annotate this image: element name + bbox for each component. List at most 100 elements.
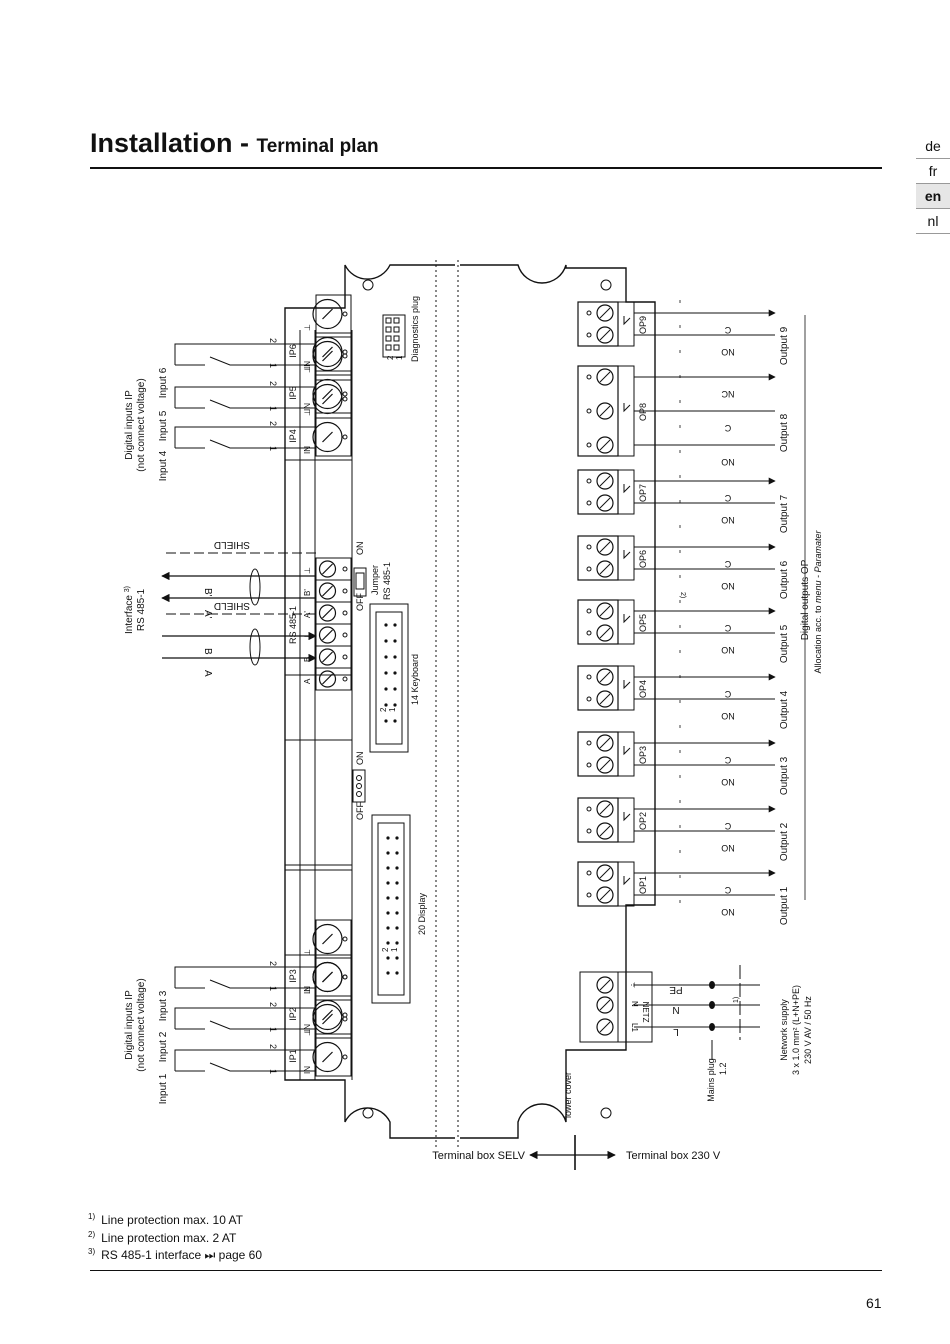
relay-screw-slot-9-0 <box>599 307 611 319</box>
output-label-3: Output 3 <box>779 756 790 795</box>
rs485-pin-2: B <box>303 657 312 662</box>
disp-pin <box>386 881 390 885</box>
kbd-pin-label-1: 1 <box>388 707 397 712</box>
rs485-pin-6: ⊥ <box>303 567 312 574</box>
relay-contact-label-8-1: C <box>724 423 731 433</box>
output-label-4: Output 4 <box>779 690 790 729</box>
terminal-box-230v: Terminal box 230 V <box>626 1150 721 1162</box>
rs485-shield-label-2: SHIELD <box>214 539 250 550</box>
relay-screw-3-1 <box>596 756 614 774</box>
input-pin2-3: 2 <box>268 961 278 966</box>
disp-pin <box>395 896 399 900</box>
keyboard-connector: 14 Keyboard <box>369 603 420 753</box>
rs485-terminal-6-hole <box>342 566 348 572</box>
diag-pin <box>385 326 392 333</box>
input-wire-a-4 <box>209 439 316 449</box>
disp-pin <box>386 836 390 840</box>
rs485-shield-loop-1 <box>249 628 261 666</box>
lang-tab-fr[interactable]: fr <box>916 159 950 184</box>
rs485-terminal-5-hole <box>342 588 348 594</box>
housing-selv-outline <box>284 264 455 1139</box>
relay-contact-1 <box>623 876 631 886</box>
keyboard-label: 14 Keyboard <box>410 654 420 705</box>
input-wire-a-2 <box>209 1020 316 1030</box>
diagnostics-label: Diagnostics plug <box>410 296 420 362</box>
output-label-6: Output 6 <box>779 560 790 599</box>
relay-screw-6-1 <box>596 560 614 578</box>
jumper2-off: OFF <box>355 802 365 820</box>
relay-hole-4-1 <box>586 696 592 702</box>
relay-contact-label-7-0: C <box>724 493 731 503</box>
rs485-terminal-4-screw <box>318 604 337 622</box>
title-subtitle: Terminal plan <box>256 136 379 157</box>
relay-contact-label-1-0: C <box>724 885 731 895</box>
netz-label: NETZ <box>641 1002 650 1023</box>
ip-terminal-4-gnd-hole <box>342 396 348 402</box>
lang-tab-de[interactable]: de <box>916 134 950 159</box>
rs485-terminal-2-screw-slot <box>322 651 333 663</box>
diag-pin-label-1: 1 <box>395 355 404 360</box>
relay-contact-label-5-0: C <box>724 623 731 633</box>
relay-screw-slot-9-1 <box>599 329 611 341</box>
relay-screw-2-1 <box>596 822 614 840</box>
title-main: Installation <box>90 128 233 158</box>
ip-pin-in-5: IN <box>303 403 312 411</box>
kbd-pin <box>393 687 397 691</box>
disp-pin <box>395 971 399 975</box>
mains-plug-pins: 1.2 <box>718 1062 728 1075</box>
relay-screw-3-0 <box>596 734 614 752</box>
output-label-2: Output 2 <box>779 822 790 861</box>
ip-terminal-3-in-screw-slot <box>322 971 333 983</box>
kbd-pin <box>384 719 388 723</box>
relay-contact-label-3-1: NO <box>721 777 735 787</box>
diagnostics-plug: Diagnostics plug <box>382 296 420 362</box>
relay-coil-8 <box>617 365 635 457</box>
lang-tab-nl[interactable]: nl <box>916 209 950 234</box>
kbd-pin <box>393 655 397 659</box>
ip-terminal-6-in-hole <box>342 349 348 355</box>
relay-screw-slot-8-0 <box>599 371 611 383</box>
ip-terminal-4-in-screw <box>312 421 343 453</box>
output-label-9: Output 9 <box>779 326 790 365</box>
disp-pin <box>395 851 399 855</box>
ip-terminal-4-gnd-screw <box>312 383 343 415</box>
ip-pin-gnd-1: ⊥ <box>303 1029 312 1036</box>
relay-label-6: OP6 <box>638 550 648 568</box>
relay-hole-5-0 <box>586 608 592 614</box>
input-pin2-2: 2 <box>268 1002 278 1007</box>
relay-hole-7-1 <box>586 500 592 506</box>
disp-pin-label-1: 1 <box>390 947 399 952</box>
relay-label-2: OP2 <box>638 812 648 830</box>
lang-tab-en[interactable]: en <box>916 184 950 209</box>
relay-screw-slot-7-1 <box>599 497 611 509</box>
input-pin1-3: 1 <box>268 986 278 991</box>
ip-terminal-2-in-screw-slot <box>322 1009 333 1021</box>
mains-fuse-ref: 1) <box>733 997 740 1003</box>
relay-hole-7-0 <box>586 478 592 484</box>
relay-hole-5-1 <box>586 630 592 636</box>
disp-pin-label-2: 2 <box>381 947 390 952</box>
title-separator: - <box>232 128 257 158</box>
ip-terminal-5-gnd-screw-slot <box>322 350 333 362</box>
left-terminal-blocks: IP1IN⊥IP2IN⊥IP3IN⊥IP4IN⊥IP5IN⊥IP6IN⊥AB⊥A… <box>288 294 352 1077</box>
relay-screw-7-0 <box>596 472 614 490</box>
terminal-box-selv: Terminal box SELV <box>432 1150 525 1162</box>
ip-pin-gnd-3: ⊥ <box>303 949 312 956</box>
relay-coil-3 <box>617 731 635 777</box>
diag-pin <box>385 335 392 342</box>
relay-label-3: OP3 <box>638 746 648 764</box>
mains-screw-slot-1 <box>599 999 611 1011</box>
mains-screw-1 <box>596 996 614 1014</box>
ip-terminal-5-in-screw-slot <box>322 388 333 400</box>
relay-screw-4-1 <box>596 690 614 708</box>
input-wire-b-1 <box>174 1049 316 1071</box>
disp-pin <box>395 911 399 915</box>
rs485-terminal-3-screw <box>318 626 337 644</box>
disp-pin <box>386 851 390 855</box>
input-wire-b-2 <box>174 1007 316 1029</box>
relay-hole-3-1 <box>586 762 592 768</box>
relay-screw-slot-3-0 <box>599 737 611 749</box>
kbd-pin <box>393 623 397 627</box>
